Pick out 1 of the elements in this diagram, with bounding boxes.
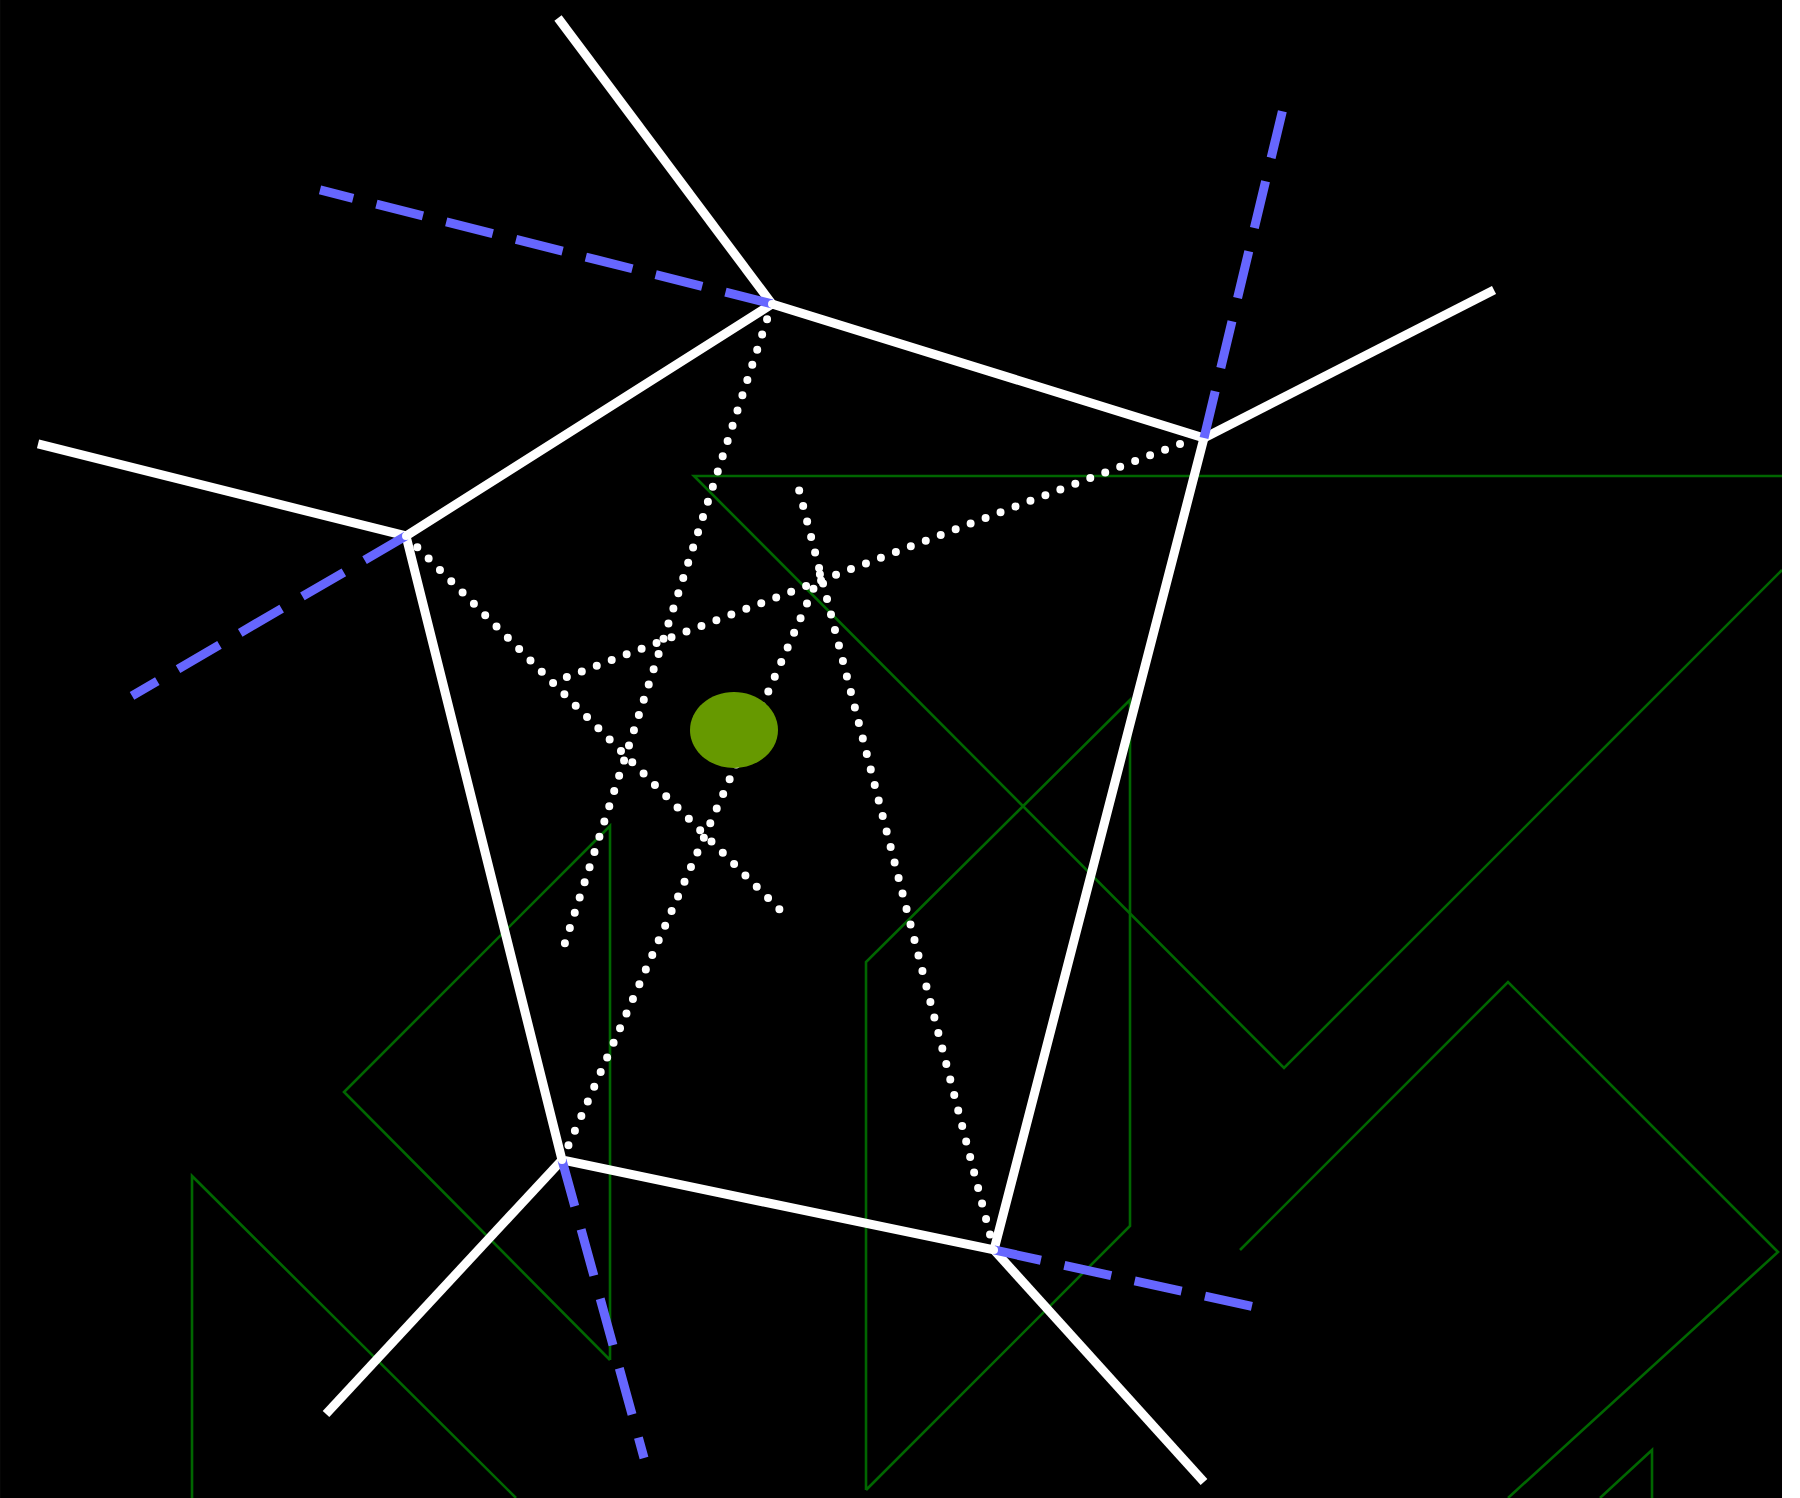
dot <box>690 691 778 768</box>
